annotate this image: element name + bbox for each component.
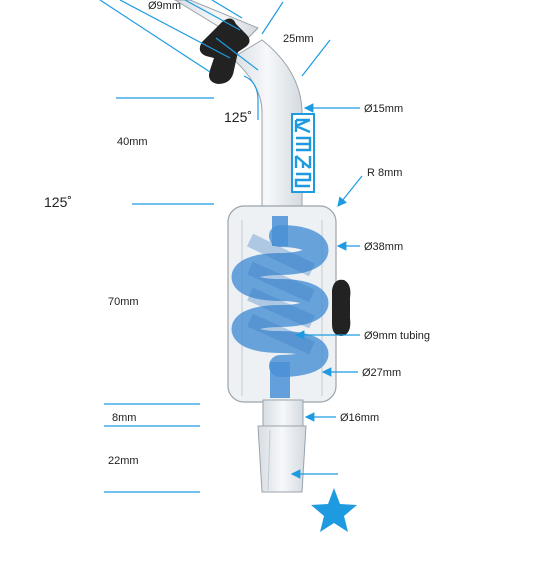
label-neck-length: 40mm bbox=[117, 136, 148, 148]
label-tube-top: Ø9mm bbox=[148, 0, 181, 12]
keck-clip-top bbox=[199, 18, 250, 85]
label-taper-length: 22mm bbox=[108, 455, 139, 467]
dimension-lines bbox=[99, 0, 363, 493]
label-angle-inner: 125˚ bbox=[224, 109, 252, 125]
label-radius: R 8mm bbox=[367, 167, 402, 179]
star-icon bbox=[311, 488, 357, 532]
label-coil-tubing: Ø9mm tubing bbox=[364, 330, 430, 342]
label-chamber-length: 70mm bbox=[108, 296, 139, 308]
label-inner-diameter: Ø27mm bbox=[362, 367, 401, 379]
label-chamber-diameter: Ø38mm bbox=[364, 241, 403, 253]
taper-joint bbox=[257, 425, 307, 493]
label-neck-diameter: Ø15mm bbox=[364, 103, 403, 115]
label-angle-outer: 125˚ bbox=[44, 194, 72, 210]
label-joint-diameter: Ø16mm bbox=[340, 412, 379, 424]
coil-tubing bbox=[232, 216, 329, 398]
side-clip bbox=[332, 279, 351, 336]
label-bend-length: 25mm bbox=[283, 33, 314, 45]
label-joint-length: 8mm bbox=[112, 412, 136, 424]
lower-joint bbox=[262, 399, 304, 427]
krms-logo bbox=[291, 113, 315, 193]
